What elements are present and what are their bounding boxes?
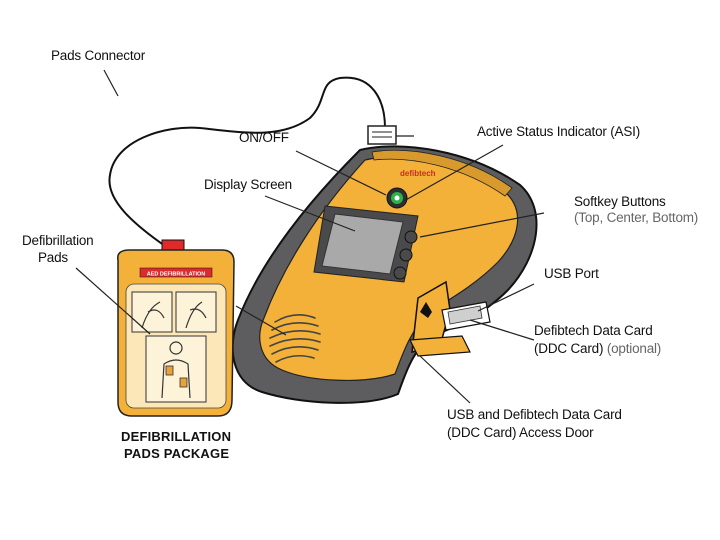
label-package-1: DEFIBRILLATION [121,429,232,444]
pad-pictogram-1 [131,291,173,333]
label-on-off: ON/OFF [239,130,289,145]
label-pads-connector: Pads Connector [51,48,146,63]
pads-package: AED DEFIBRILLATION [117,239,235,417]
pads-connector-plug [367,125,397,145]
label-usb-port: USB Port [544,266,599,281]
label-display-screen: Display Screen [204,177,292,192]
access-door-flap [409,335,471,357]
label-ddc-2: (DDC Card) (optional) [534,341,661,357]
label-package-2: PADS PACKAGE [124,446,230,461]
device-top-rim [371,149,513,197]
label-softkey-title: Softkey Buttons [574,194,666,209]
label-door-1: USB and Defibtech Data Card [447,407,622,422]
pad-pictogram-3 [145,335,207,403]
label-ddc-2a: (DDC Card) [534,341,607,356]
label-defib-pads-2: Pads [38,250,68,265]
softkey-bottom [393,266,407,280]
label-door-2: (DDC Card) Access Door [447,425,594,440]
display-screen [321,213,404,275]
pads-package-tab [161,239,185,251]
softkey-center [399,248,413,262]
label-ddc-1: Defibtech Data Card [534,323,653,338]
label-asi: Active Status Indicator (ASI) [477,124,641,139]
pads-cable [108,76,386,247]
label-defib-pads-1: Defibrillation [22,233,94,248]
label-softkey-sub: (Top, Center, Bottom) [574,210,699,225]
label-ddc-optional: (optional) [606,341,662,356]
aed-device: defibtech [231,145,538,404]
softkey-top [404,230,418,244]
pads-package-banner-text: AED DEFIBRILLATION [147,272,206,278]
pad-pictogram-2 [175,291,217,333]
speaker-grille [269,314,321,363]
brand-logo: defibtech [400,169,436,178]
pads-package-banner [139,267,213,278]
leader-lines [75,69,545,404]
